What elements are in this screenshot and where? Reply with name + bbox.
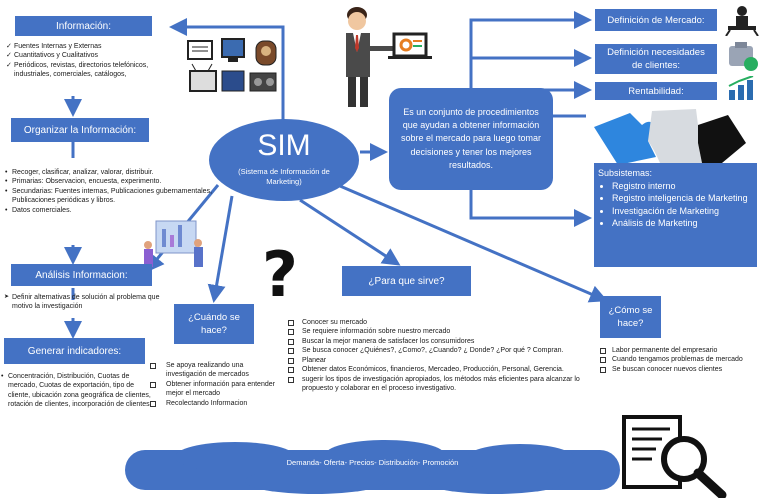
media-icons [186,37,286,97]
organizar-item: Primarias: Observacion, encuesta, experi… [4,177,219,187]
cuando-title: ¿Cuándo se hace? [174,304,254,344]
analisis-list: Definir alternativas de solución al prob… [4,293,169,312]
generar-title: Generar indicadores: [4,338,145,364]
organizar-item: Datos comerciales. [4,206,219,216]
market-icon [724,4,760,37]
footer-cloud: Demanda- Oferta- Precios- Distribución- … [125,440,620,498]
para-que-item: Se busca conocer ¿Quiénes?, ¿Como?, ¿Cua… [288,346,596,355]
como-list: Labor permanente del empresario Cuando t… [600,346,750,374]
sim-title: SIM [257,129,311,162]
para-que-list: Conocer su mercado Se requiere informaci… [288,318,596,394]
informacion-item: Periódicos, revistas, directorios telefó… [6,61,186,80]
team-illustration [140,217,208,271]
organizar-item: Recoger, clasificar, analizar, valorar, … [4,168,219,178]
informacion-title: Información: [15,16,152,36]
document-search-icon [622,415,728,500]
como-item: Cuando tengamos problemas de mercado [600,355,750,364]
informacion-list: Fuentes Internas y Externas Cuantitativo… [6,42,186,80]
chart-growth-icon [727,75,757,100]
subsistema-item: Investigación de Marketing [612,205,748,218]
cuando-item: Recolectando Informacion [150,399,285,408]
cuando-item: Se apoya realizando una investigación de… [150,361,285,380]
analisis-title: Análisis Informacion: [11,264,152,286]
definicion-necesidades-box: Definición necesidades de clientes: [595,44,717,74]
como-title: ¿Cómo se hace? [600,296,661,338]
como-item: Se buscan conocer nuevos clientes [600,365,750,374]
question-mark-icon: ? [262,238,298,311]
organizar-title: Organizar la Información: [11,118,149,142]
organizar-list: Recoger, clasificar, analizar, valorar, … [4,168,219,216]
generar-text-body: Concentración, Distribución, Cuotas de m… [8,373,152,409]
cuando-item: Obtener información para entender mejor … [150,380,285,399]
subsistemas-title: Subsistemas: [598,168,653,178]
subsistema-item: Registro inteligencia de Marketing [612,192,748,205]
como-item: Labor permanente del empresario [600,346,750,355]
rentabilidad-box: Rentabilidad: [595,82,717,100]
informacion-item: Cuantitativos y Cualitativos [6,51,186,61]
analisis-item: Definir alternativas de solución al prob… [4,293,169,312]
footer-text: Demanda- Oferta- Precios- Distribución- … [286,458,459,467]
sim-subtitle: (Sistema de Información de Marketing) [238,167,330,186]
informacion-item: Fuentes Internas y Externas [6,42,186,52]
para-que-item: Conocer su mercado [288,318,596,327]
clients-icon [727,42,759,72]
para-que-item: Buscar la mejor manera de satisfacer los… [288,337,596,346]
para-que-item: sugerir los tipos de investigación aprop… [288,375,596,394]
definition-box: Es un conjunto de procedimientos que ayu… [389,88,553,190]
para-que-item: Se requiere información sobre nuestro me… [288,327,596,336]
businessman-illustration [338,2,438,110]
subsistema-item: Registro interno [612,180,748,193]
para-que-item: Obtener datos Económicos, financieros, M… [288,365,596,374]
puzzle-icon [590,103,750,167]
definicion-mercado-box: Definición de Mercado: [595,9,717,31]
para-que-title: ¿Para que sirve? [342,266,471,296]
subsistemas-box: Subsistemas: Registro interno Registro i… [594,163,757,267]
cuando-list: Se apoya realizando una investigación de… [150,361,285,408]
subsistema-item: Análisis de Marketing [612,217,748,230]
generar-text: • Concentración, Distribución, Cuotas de… [1,373,152,409]
sim-center-node: SIM (Sistema de Información de Marketing… [209,119,359,201]
organizar-item: Secundarias: Fuentes internas, Publicaci… [4,187,219,206]
para-que-item: Planear [288,356,596,365]
